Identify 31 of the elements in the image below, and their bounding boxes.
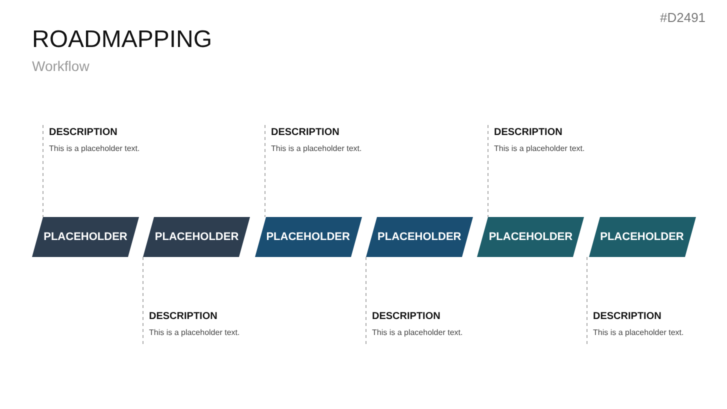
parallelogram-step — [143, 217, 250, 257]
step-label: PLACEHOLDER — [42, 230, 128, 244]
step-label: PLACEHOLDER — [488, 230, 574, 244]
description-heading: DESCRIPTION — [49, 127, 118, 138]
description-text: This is a placeholder text. — [271, 144, 363, 153]
slide-code: #D2491 — [660, 10, 706, 25]
parallelogram-step — [477, 217, 584, 257]
parallelogram-step — [366, 217, 473, 257]
parallelogram-step — [254, 217, 362, 257]
parallelogram-step — [588, 217, 696, 257]
step-label: PLACEHOLDER — [599, 230, 685, 244]
description-heading: DESCRIPTION — [494, 127, 564, 138]
description-heading: DESCRIPTION — [593, 311, 662, 322]
leader-line — [42, 124, 44, 218]
description-text: This is a placeholder text. — [49, 144, 141, 153]
slide-subtitle: Workflow — [32, 58, 90, 74]
leader-line — [264, 124, 266, 218]
description-heading: DESCRIPTION — [372, 311, 442, 322]
description-heading: DESCRIPTION — [271, 127, 340, 138]
slide-title: ROADMAPPING — [32, 26, 212, 54]
step-label: PLACEHOLDER — [265, 230, 351, 244]
description-text: This is a placeholder text. — [593, 328, 685, 337]
step-label: PLACEHOLDER — [376, 230, 462, 244]
leader-line — [586, 256, 588, 346]
leader-line — [142, 256, 144, 346]
parallelogram-step — [32, 217, 139, 257]
description-text: This is a placeholder text. — [494, 144, 586, 153]
description-heading: DESCRIPTION — [149, 311, 218, 322]
description-text: This is a placeholder text. — [372, 328, 464, 337]
description-text: This is a placeholder text. — [149, 328, 241, 337]
step-label: PLACEHOLDER — [154, 230, 240, 244]
